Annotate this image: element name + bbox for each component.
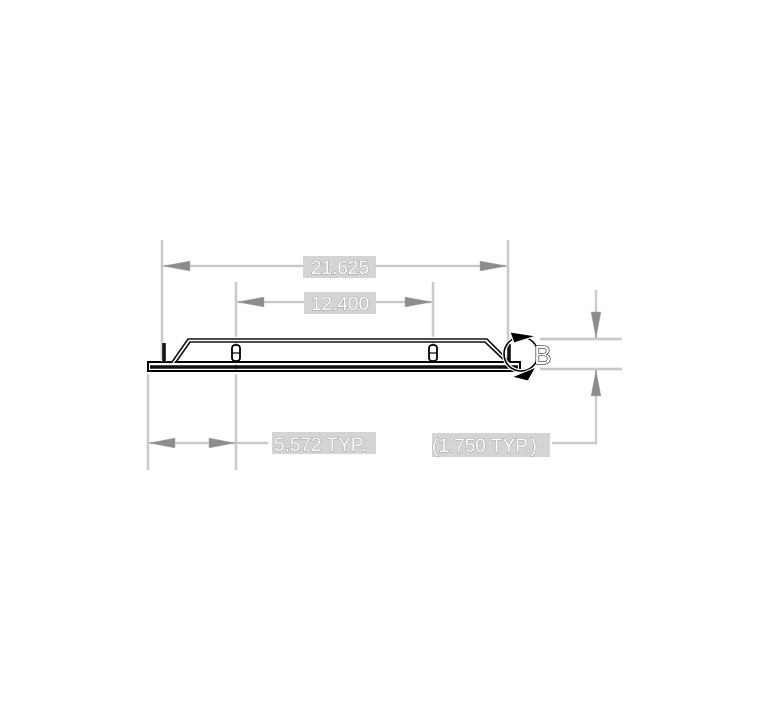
- detail-label: B: [534, 340, 551, 370]
- dimension-edge-to-hole: 5.572 TYP.: [148, 432, 376, 456]
- arrow-left-icon: [162, 260, 191, 272]
- detail-callout-b: B: [502, 331, 552, 382]
- extension-lines: [146, 240, 622, 470]
- dimension-label-hole-spacing: 12.400: [311, 294, 369, 315]
- arrow-down-icon: [590, 311, 602, 339]
- stud-right-icon: [428, 344, 438, 362]
- dimension-label-edge-to-hole: 5.572 TYP.: [274, 435, 366, 456]
- arrow-right-icon: [404, 296, 433, 308]
- arrow-right-icon: [208, 437, 236, 449]
- part-profile: [145, 336, 523, 375]
- arrow-left-icon: [236, 296, 265, 308]
- callout-arrow-top-icon: [509, 331, 537, 344]
- arrow-up-icon: [590, 369, 602, 397]
- dimension-label-height: (1.750 TYP.): [432, 436, 537, 457]
- arrow-left-icon: [148, 437, 176, 449]
- stud-left-icon: [231, 344, 241, 362]
- dimension-hole-spacing: 12.400: [236, 292, 433, 315]
- arrow-right-icon: [479, 260, 508, 272]
- callout-arrow-bottom-icon: [510, 365, 538, 382]
- dimension-label-overall: 21.625: [311, 258, 369, 279]
- dimension-height: (1.750 TYP.): [432, 290, 602, 457]
- dimension-overall-length: 21.625: [162, 256, 508, 279]
